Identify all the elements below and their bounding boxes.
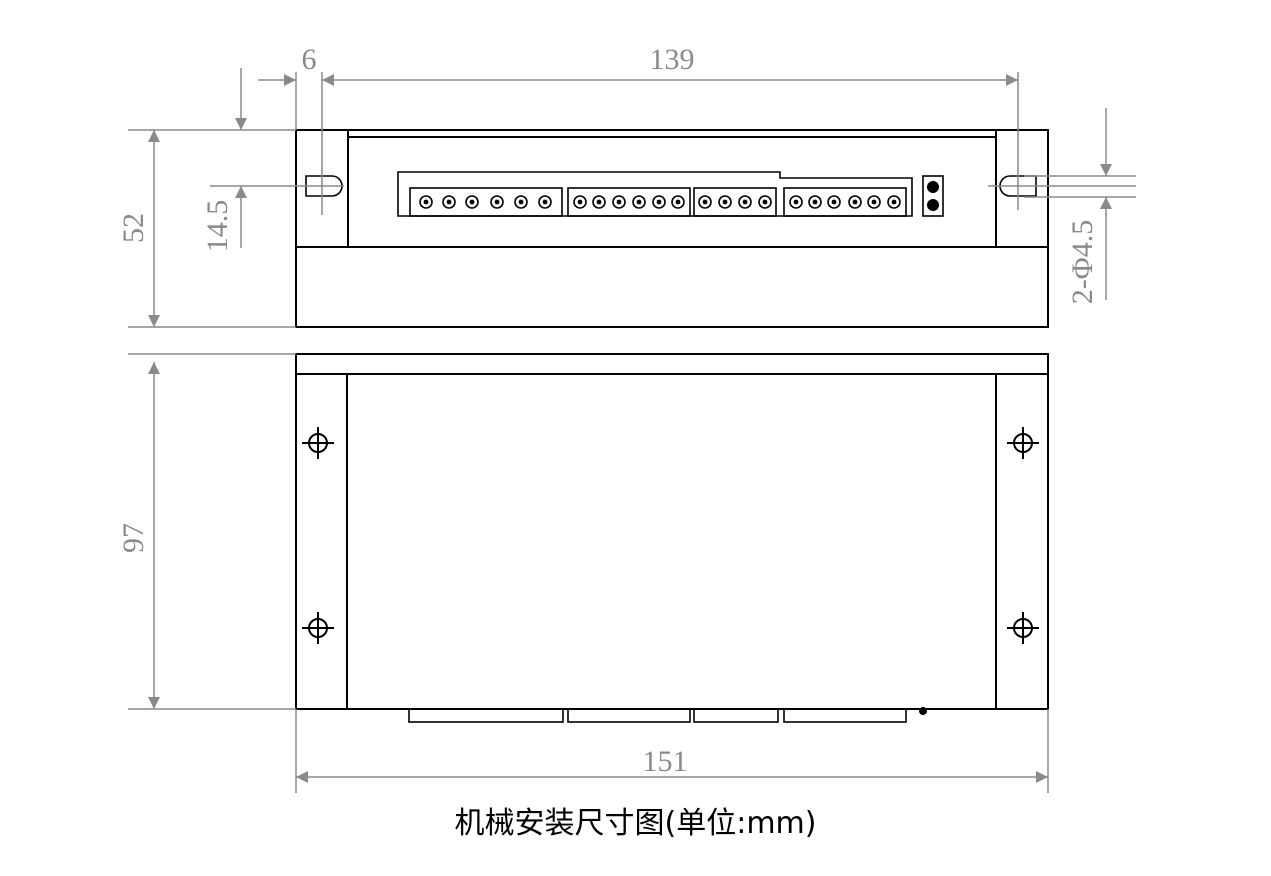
- plan-body-outline: [295, 353, 1049, 710]
- bottom-connector-4: [783, 708, 907, 723]
- front-view: [295, 129, 1049, 328]
- mounting-holes: [302, 427, 1039, 644]
- plan-view: [295, 353, 1049, 723]
- terminal-screw-center: [636, 199, 642, 205]
- bottom-connector-3: [693, 708, 779, 723]
- terminal-screw: [848, 195, 862, 209]
- terminal-screw: [465, 195, 479, 209]
- terminal-screw: [867, 195, 881, 209]
- terminal-screw-center: [423, 199, 429, 205]
- terminal-screw-center: [469, 199, 475, 205]
- mounting-slot-right: [999, 175, 1037, 197]
- terminal-screw: [698, 195, 712, 209]
- terminal-screw-center: [812, 199, 818, 205]
- terminal-screw-center: [446, 199, 452, 205]
- terminal-screw-center: [722, 199, 728, 205]
- terminal-screw: [671, 195, 685, 209]
- indicator-dot: [919, 707, 927, 715]
- terminal-screw: [573, 195, 587, 209]
- terminal-screw-center: [742, 199, 748, 205]
- drawing-caption: 机械安装尺寸图(单位:mm): [454, 806, 817, 841]
- dim-52-label: 52: [117, 213, 150, 243]
- mounting-slot-left: [305, 175, 343, 197]
- terminal-screw: [592, 195, 606, 209]
- terminal-block-outline: [397, 171, 913, 217]
- terminal-screw-center: [762, 199, 768, 205]
- terminal-screw: [758, 195, 772, 209]
- dimension-labels: 6 139 52 14.5 2-Φ4.5 97 151: [117, 43, 1099, 778]
- terminal-screw-center: [831, 199, 837, 205]
- bottom-connector-2: [567, 708, 691, 723]
- terminal-group-3: [693, 187, 777, 217]
- terminal-screw: [789, 195, 803, 209]
- terminal-screw-center: [702, 199, 708, 205]
- terminal-screw-center: [852, 199, 858, 205]
- jumper-block: [922, 175, 944, 217]
- jumper-pin: [927, 199, 939, 211]
- terminal-screw: [827, 195, 841, 209]
- terminal-screw: [887, 195, 901, 209]
- terminal-screw: [808, 195, 822, 209]
- terminal-screw-center: [494, 199, 500, 205]
- terminal-screw: [612, 195, 626, 209]
- terminal-screw-center: [871, 199, 877, 205]
- terminal-screw-center: [675, 199, 681, 205]
- terminal-screw-center: [656, 199, 662, 205]
- jumper-pin: [927, 181, 939, 193]
- terminal-group-1: [409, 187, 563, 217]
- terminal-screw-center: [542, 199, 548, 205]
- terminal-screw: [514, 195, 528, 209]
- front-panel: [347, 136, 997, 248]
- front-body-outline: [295, 129, 1049, 328]
- terminal-screw: [419, 195, 433, 209]
- terminal-screw: [632, 195, 646, 209]
- terminal-screw: [442, 195, 456, 209]
- terminal-screw-center: [518, 199, 524, 205]
- terminal-screw-center: [793, 199, 799, 205]
- terminal-screw: [652, 195, 666, 209]
- dim-hole-dia-label: 2-Φ4.5: [1066, 220, 1099, 304]
- terminal-screw-center: [577, 199, 583, 205]
- dim-97-label: 97: [117, 523, 150, 553]
- dim-6-label: 6: [302, 43, 317, 76]
- terminal-screw: [718, 195, 732, 209]
- terminal-screw-center: [596, 199, 602, 205]
- bottom-connector-1: [408, 708, 564, 723]
- dim-151-label: 151: [643, 745, 688, 778]
- terminal-group-4: [783, 187, 907, 217]
- terminal-screw: [538, 195, 552, 209]
- terminal-screw-center: [891, 199, 897, 205]
- terminal-screw-center: [616, 199, 622, 205]
- terminal-screws: [419, 195, 901, 209]
- terminal-group-2: [567, 187, 691, 217]
- dim-14-5-label: 14.5: [201, 200, 234, 253]
- dim-139-label: 139: [650, 43, 695, 76]
- terminal-screw: [490, 195, 504, 209]
- terminal-screw: [738, 195, 752, 209]
